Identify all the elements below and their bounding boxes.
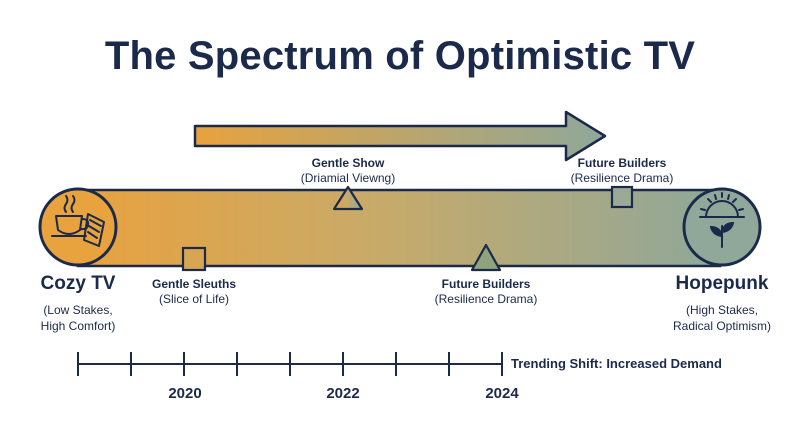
gentle-show-sub: (Driamial Viewng): [300, 171, 396, 185]
future-builders-bottom-label: Future Builders (Resilience Drama): [421, 277, 551, 307]
cozy-tv-desc-line2: High Comfort): [40, 318, 116, 333]
direction-arrow: [193, 110, 607, 162]
future-builders-triangle-marker-bottom: [470, 243, 502, 272]
hopepunk-label: Hopepunk (High Stakes, Radical Optimism): [652, 272, 792, 334]
cozy-tv-desc-line1: (Low Stakes,: [43, 302, 113, 317]
future-builders-top-label: Future Builders (Resilience Drama): [557, 156, 687, 186]
future-builders-square-marker-top: [610, 185, 634, 209]
gentle-show-triangle-marker: [332, 185, 364, 211]
cozy-tv-label: Cozy TV (Low Stakes, High Comfort): [18, 272, 138, 334]
year-label-2022: 2022: [326, 385, 360, 402]
teacup-blanket-icon: [51, 195, 105, 247]
cozy-tv-title: Cozy TV: [40, 273, 116, 294]
hopepunk-title: Hopepunk: [675, 273, 769, 294]
gentle-sleuths-sub: (Slice of Life): [158, 292, 230, 306]
future-builders-top-name: Future Builders: [577, 156, 667, 170]
cozy-tv-end: [38, 187, 118, 267]
year-label-2020: 2020: [168, 385, 202, 402]
timeline-axis: [77, 352, 503, 376]
year-label-2024: 2024: [485, 385, 519, 402]
hopepunk-desc-line2: Radical Optimism): [672, 318, 771, 333]
gentle-show-label: Gentle Show (Driamial Viewng): [288, 156, 408, 186]
future-builders-bottom-name: Future Builders: [441, 277, 531, 291]
gentle-sleuths-name: Gentle Sleuths: [151, 277, 237, 291]
trend-label: Trending Shift: Increased Demand: [511, 356, 722, 371]
hopepunk-desc-line1: (High Stakes,: [685, 302, 759, 317]
page-title: The Spectrum of Optimistic TV: [104, 34, 696, 78]
sunrise-sprout-icon: [699, 192, 745, 248]
future-builders-top-sub: (Resilience Drama): [570, 171, 674, 185]
future-builders-bottom-sub: (Resilience Drama): [434, 292, 538, 306]
gentle-sleuths-square-marker: [181, 246, 207, 272]
hopepunk-end: [682, 187, 762, 267]
gentle-sleuths-label: Gentle Sleuths (Slice of Life): [134, 277, 254, 307]
gentle-show-name: Gentle Show: [311, 156, 385, 170]
